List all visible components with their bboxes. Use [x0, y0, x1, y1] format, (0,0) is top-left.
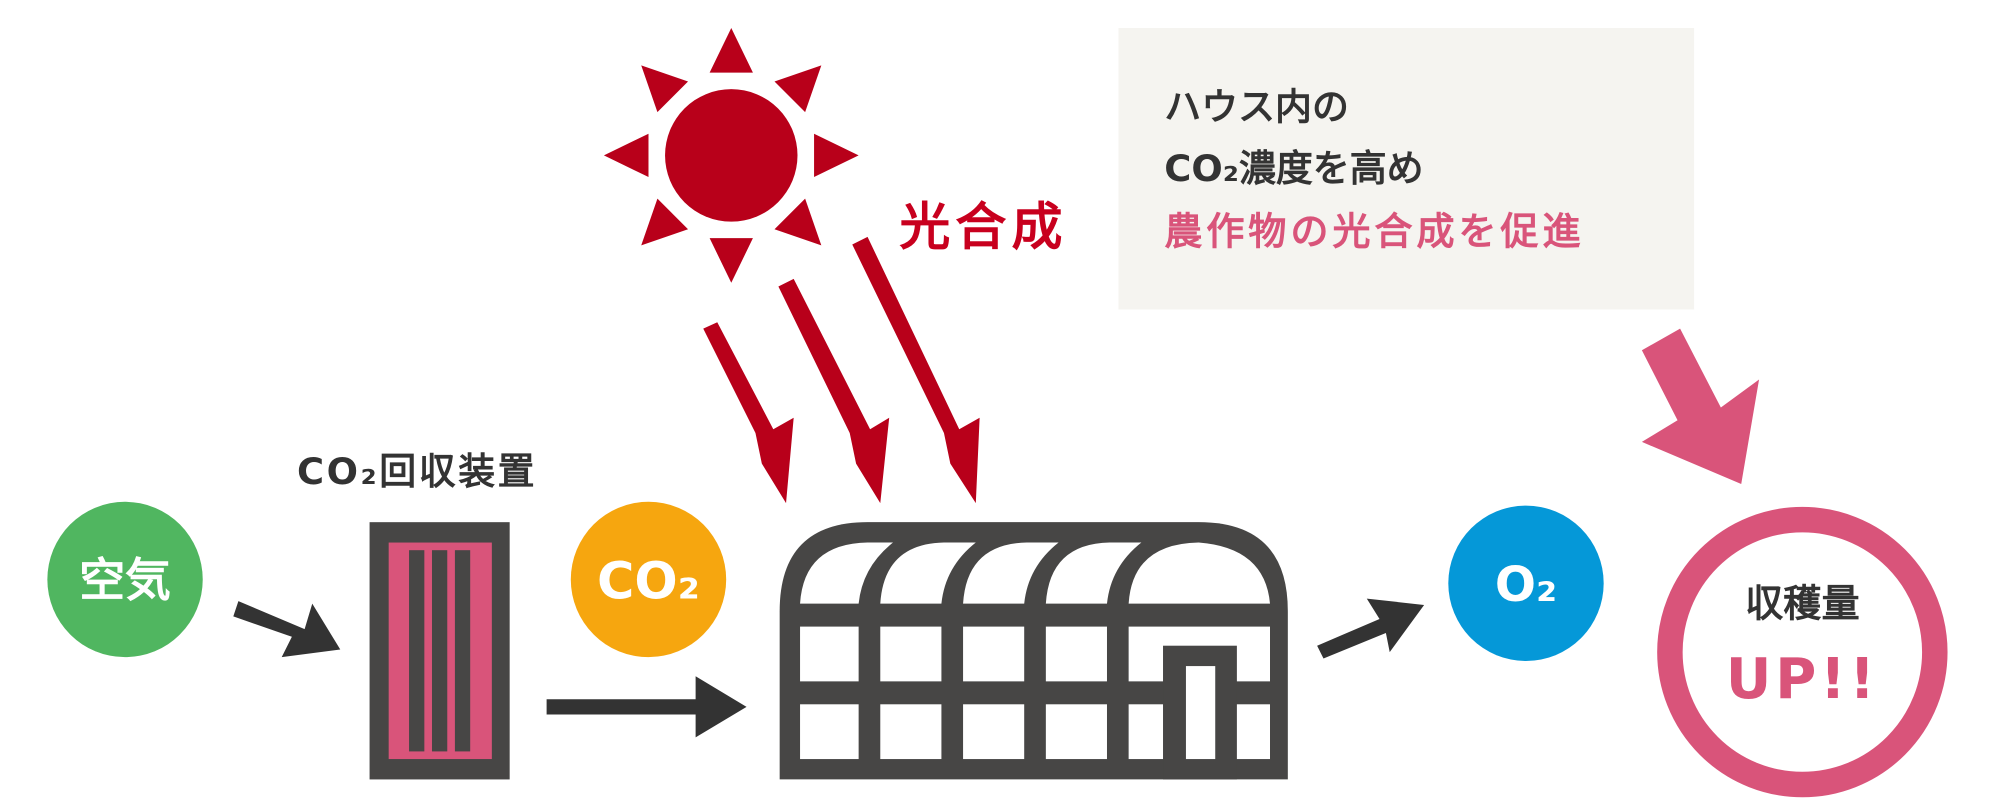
- arrow-to-greenhouse-icon: [546, 676, 747, 738]
- o2-circle: [1448, 505, 1604, 661]
- device-label: CO₂回収装置: [297, 450, 537, 493]
- light-ray-arrows: [703, 236, 980, 504]
- air-label: 空気: [79, 553, 171, 607]
- light-ray-3: [852, 236, 980, 504]
- harvest-up-circle: [1657, 506, 1948, 798]
- arrow-to-device-icon: [233, 601, 341, 658]
- co2-circle: [570, 501, 727, 658]
- info-box: [1118, 28, 1695, 310]
- sun-icon: [603, 28, 859, 283]
- co2-label: CO₂: [597, 553, 700, 612]
- harvest-label: 収穫量: [1745, 582, 1860, 626]
- arrow-to-o2-icon: [1317, 598, 1425, 659]
- info-line-3: 農作物の光合成を促進: [1164, 211, 1584, 255]
- pink-arrow-icon: [1641, 328, 1760, 484]
- up-label: UP!!: [1726, 647, 1879, 712]
- info-line-2: CO₂濃度を高め: [1164, 147, 1423, 190]
- light-ray-1: [703, 322, 794, 504]
- photosynthesis-label: 光合成: [899, 199, 1067, 258]
- light-ray-2: [778, 278, 890, 504]
- co2-capture-device-icon: [369, 522, 510, 780]
- air-circle: [47, 501, 203, 658]
- o2-label: O₂: [1495, 557, 1557, 613]
- greenhouse-icon: [779, 522, 1288, 780]
- info-line-1: ハウス内の: [1164, 86, 1349, 129]
